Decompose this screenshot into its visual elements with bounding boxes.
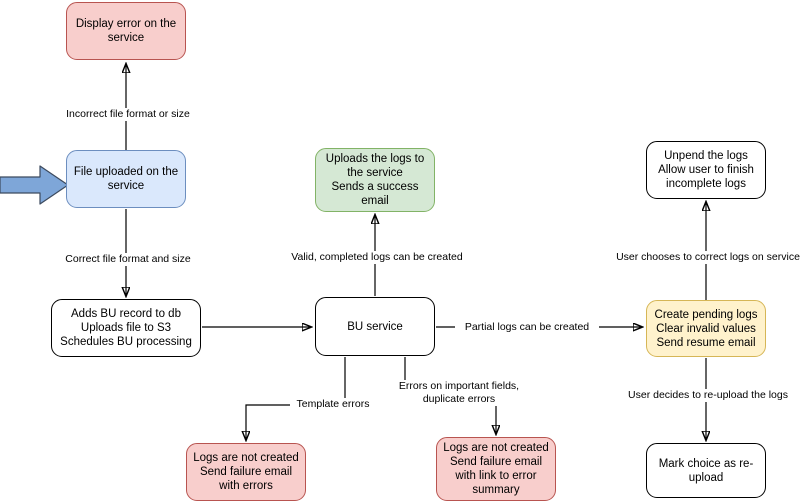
node-display-error[interactable]: Display error on the service [66,2,186,60]
edge-label-user-reuploads: User decides to re-upload the logs [618,389,798,402]
edge-label-valid-logs: Valid, completed logs can be created [281,251,473,264]
node-mark-choice[interactable]: Mark choice as re- upload [646,443,766,498]
edge-label-incorrect-format: Incorrect file format or size [55,108,201,121]
node-logs-not-created-summary[interactable]: Logs are not created Send failure email … [436,437,556,501]
edge-label-important-errors: Errors on important fields, duplicate er… [392,380,526,406]
node-logs-not-created-errors[interactable]: Logs are not created Send failure email … [186,443,306,501]
entry-arrow [0,164,70,206]
edge-label-user-corrects: User chooses to correct logs on service [608,251,801,264]
node-create-pending-logs[interactable]: Create pending logs Clear invalid values… [646,300,766,357]
node-uploads-logs[interactable]: Uploads the logs to the service Sends a … [315,148,435,212]
node-unpend-logs[interactable]: Unpend the logs Allow user to finish inc… [646,141,766,199]
node-file-uploaded[interactable]: File uploaded on the service [66,150,186,208]
edge-label-correct-format: Correct file format and size [55,253,201,266]
node-bu-service[interactable]: BU service [315,297,435,356]
edge-label-partial-logs: Partial logs can be created [455,321,599,334]
edge-label-template-errors: Template errors [290,398,376,411]
node-adds-bu-record[interactable]: Adds BU record to db Uploads file to S3 … [51,299,201,357]
